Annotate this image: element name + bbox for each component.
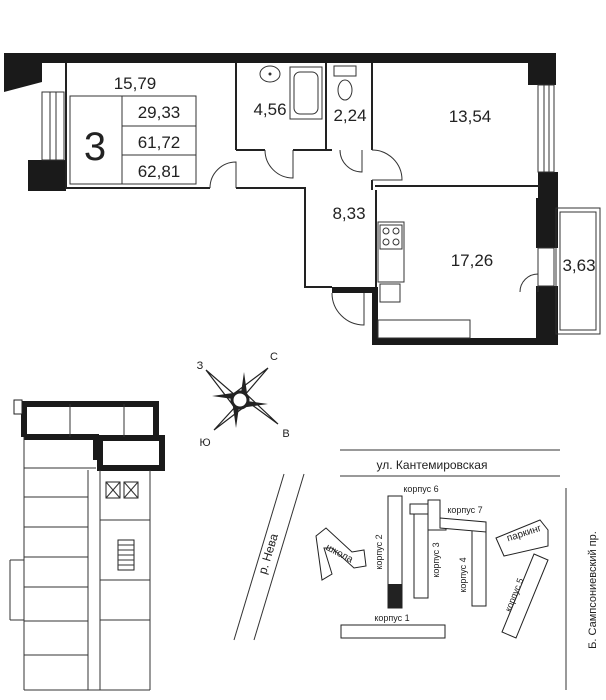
wall-right-mid <box>538 172 558 198</box>
bathtub <box>289 66 323 120</box>
door-entrance <box>331 292 365 326</box>
corner-wall-top-right <box>528 53 556 85</box>
building-6-label: корпус 6 <box>403 484 438 494</box>
stove <box>379 224 403 250</box>
area-total-with-balcony: 62,81 <box>138 162 181 181</box>
building-2-label: корпус 2 <box>374 534 384 569</box>
door-bathroom <box>264 149 294 179</box>
street-label: ул. Кантемировская <box>377 458 488 472</box>
sink-bathroom <box>259 65 281 83</box>
avenue-label: Б. Сампсониевский пр. <box>587 531 599 649</box>
compass-north-label: С <box>270 351 278 363</box>
area-total: 61,72 <box>138 133 181 152</box>
compass-west-label: З <box>197 360 204 372</box>
door-left-room <box>209 161 237 189</box>
apartment-plan: 3 29,33 61,72 62,81 15,79 4,56 2,24 13,5… <box>4 53 601 345</box>
building-5: корпус 5 <box>501 553 549 639</box>
top-wall <box>4 53 554 63</box>
wall-right-lower <box>536 198 558 248</box>
building-4: корпус 4 <box>439 517 487 607</box>
door-balcony <box>519 273 539 293</box>
bathroom-area: 4,56 <box>253 100 286 119</box>
building-7: корпус 7 <box>447 505 482 515</box>
bottom-wall <box>372 338 558 345</box>
floor-key-plan <box>9 399 165 691</box>
toilet-bowl <box>337 79 353 101</box>
school: школа <box>315 527 367 581</box>
door-toilet <box>339 149 363 173</box>
building-3-label: корпус 3 <box>431 542 441 577</box>
hall-area: 8,33 <box>332 204 365 223</box>
building-3: корпус 3 <box>409 503 441 599</box>
rooms-count: 3 <box>84 125 106 169</box>
wall-entrance <box>332 287 374 293</box>
kitchen-counter-bottom <box>377 319 471 339</box>
river-label: р. Нева <box>255 532 281 576</box>
kitchen-counter-left <box>377 221 405 283</box>
window-right <box>537 84 555 173</box>
building-1-label: корпус 1 <box>374 613 409 623</box>
wall-right-bottom <box>536 286 558 344</box>
kitchen-sink <box>379 283 401 303</box>
compass-east-label: В <box>282 428 289 440</box>
parking: паркинг <box>495 519 549 557</box>
kitchen-living-area: 17,26 <box>451 251 494 270</box>
compass: С З В Ю <box>197 351 290 449</box>
toilet-area: 2,24 <box>333 106 366 125</box>
highlighted-apartment <box>97 435 165 471</box>
site-plan: ул. Кантемировская Б. Сампсониевский пр.… <box>233 449 599 690</box>
apartment-info-box: 3 29,33 61,72 62,81 <box>69 95 197 185</box>
area-living: 29,33 <box>138 103 181 122</box>
building-2: корпус 2 <box>374 495 403 609</box>
balcony-area: 3,63 <box>562 256 595 275</box>
room-left-area: 15,79 <box>114 74 157 93</box>
balcony-door-window <box>537 247 555 287</box>
balcony <box>555 207 601 335</box>
wall-left-bottom <box>28 160 66 191</box>
building-7-label: корпус 7 <box>447 505 482 515</box>
corner-wall-top-left <box>4 53 42 92</box>
building-1: корпус 1 <box>340 613 446 639</box>
toilet-tank <box>333 65 357 77</box>
building-4-label: корпус 4 <box>458 557 468 592</box>
window-left <box>41 91 65 161</box>
wall-kitchen-left <box>372 287 378 345</box>
door-room-right <box>371 149 403 181</box>
room-top-right-area: 13,54 <box>449 107 492 126</box>
compass-south-label: Ю <box>199 437 210 449</box>
